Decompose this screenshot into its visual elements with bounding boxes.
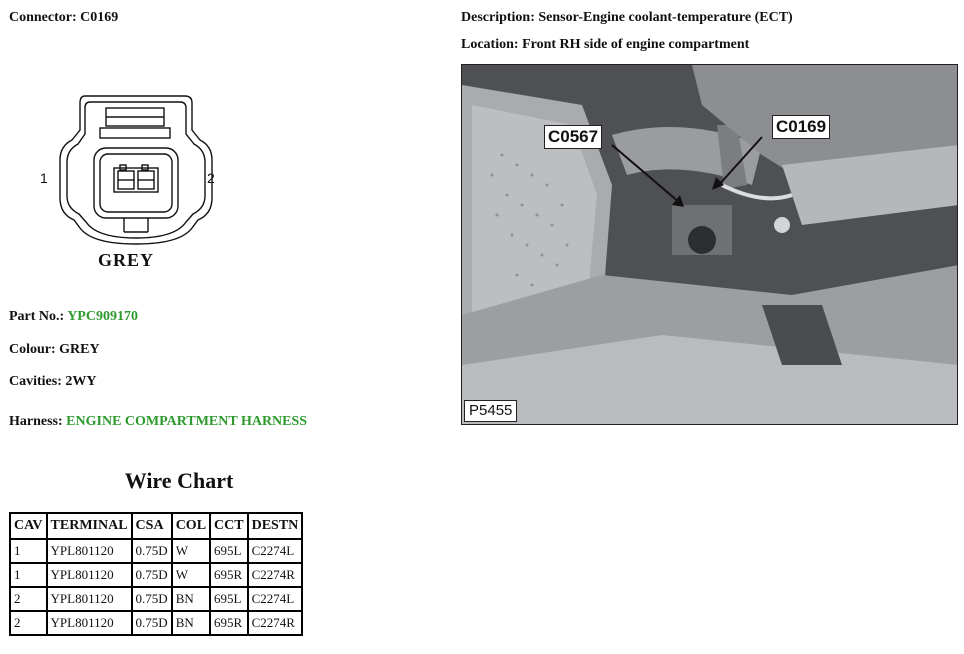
- cell-csa: 0.75D: [130, 538, 173, 564]
- connector-face-diagram: 1 2 GREY: [40, 88, 240, 278]
- colour-value: GREY: [59, 342, 100, 357]
- callout-c0567: C0567: [544, 125, 603, 149]
- location-photo: C0567 C0169 P5455: [461, 64, 958, 425]
- harness-link[interactable]: ENGINE COMPARTMENT HARNESS: [66, 414, 308, 429]
- header-cav: CAV: [9, 512, 48, 540]
- cell-destn: C2274R: [246, 562, 304, 588]
- cell-terminal: YPL801120: [45, 538, 133, 564]
- photo-reference: P5455: [464, 400, 518, 422]
- part-no-label: Part No.:: [9, 309, 65, 324]
- header-col: COL: [170, 512, 212, 540]
- connector-value: C0169: [80, 10, 119, 25]
- header-csa: CSA: [130, 512, 173, 540]
- table-row: 1 YPL801120 0.75D W 695R C2274R: [9, 562, 304, 588]
- header-destn: DESTN: [246, 512, 304, 540]
- cell-destn: C2274L: [246, 586, 304, 612]
- colour-label: Colour:: [9, 342, 56, 357]
- cell-destn: C2274R: [246, 610, 304, 636]
- cell-col: BN: [170, 586, 212, 612]
- location-line: Location: Front RH side of engine compar…: [461, 37, 749, 53]
- part-no-link[interactable]: YPC909170: [67, 309, 138, 324]
- cell-cct: 695L: [209, 586, 249, 612]
- colour-line: Colour: GREY: [9, 342, 100, 358]
- cell-cct: 695R: [209, 610, 249, 636]
- diagram-color-caption: GREY: [98, 250, 155, 270]
- description-label: Description:: [461, 10, 535, 25]
- cell-cct: 695R: [209, 562, 249, 588]
- harness-label: Harness:: [9, 414, 63, 429]
- wire-chart-title: Wire Chart: [124, 468, 234, 493]
- harness-line: Harness: ENGINE COMPARTMENT HARNESS: [9, 414, 307, 430]
- cell-cav: 2: [9, 586, 48, 612]
- cell-cct: 695L: [209, 538, 249, 564]
- cell-terminal: YPL801120: [45, 562, 133, 588]
- cell-destn: C2274L: [246, 538, 304, 564]
- cell-csa: 0.75D: [130, 586, 173, 612]
- cell-cav: 1: [9, 562, 48, 588]
- table-row: 2 YPL801120 0.75D BN 695R C2274R: [9, 610, 304, 636]
- cavities-line: Cavities: 2WY: [9, 374, 97, 390]
- location-label: Location:: [461, 37, 519, 52]
- cell-cav: 2: [9, 610, 48, 636]
- cell-csa: 0.75D: [130, 610, 173, 636]
- callout-c0169: C0169: [772, 115, 831, 139]
- cell-csa: 0.75D: [130, 562, 173, 588]
- cell-col: BN: [170, 610, 212, 636]
- cell-col: W: [170, 538, 212, 564]
- cell-terminal: YPL801120: [45, 586, 133, 612]
- connector-label: Connector:: [9, 10, 77, 25]
- wire-chart-table: CAV TERMINAL CSA COL CCT DESTN 1 YPL8011…: [9, 512, 304, 636]
- description-line: Description: Sensor-Engine coolant-tempe…: [461, 10, 793, 26]
- part-no-line: Part No.: YPC909170: [9, 309, 138, 325]
- connector-line: Connector: C0169: [9, 10, 118, 26]
- header-terminal: TERMINAL: [45, 512, 133, 540]
- pin-1-label: 1: [40, 170, 48, 186]
- cell-terminal: YPL801120: [45, 610, 133, 636]
- table-header-row: CAV TERMINAL CSA COL CCT DESTN: [9, 512, 304, 540]
- table-row: 2 YPL801120 0.75D BN 695L C2274L: [9, 586, 304, 612]
- cavities-value: 2WY: [65, 374, 97, 389]
- location-value: Front RH side of engine compartment: [522, 37, 750, 52]
- cavities-label: Cavities:: [9, 374, 62, 389]
- pin-2-label: 2: [207, 170, 215, 186]
- header-cct: CCT: [209, 512, 249, 540]
- description-value: Sensor-Engine coolant-temperature (ECT): [538, 10, 793, 25]
- cell-col: W: [170, 562, 212, 588]
- cell-cav: 1: [9, 538, 48, 564]
- table-row: 1 YPL801120 0.75D W 695L C2274L: [9, 538, 304, 564]
